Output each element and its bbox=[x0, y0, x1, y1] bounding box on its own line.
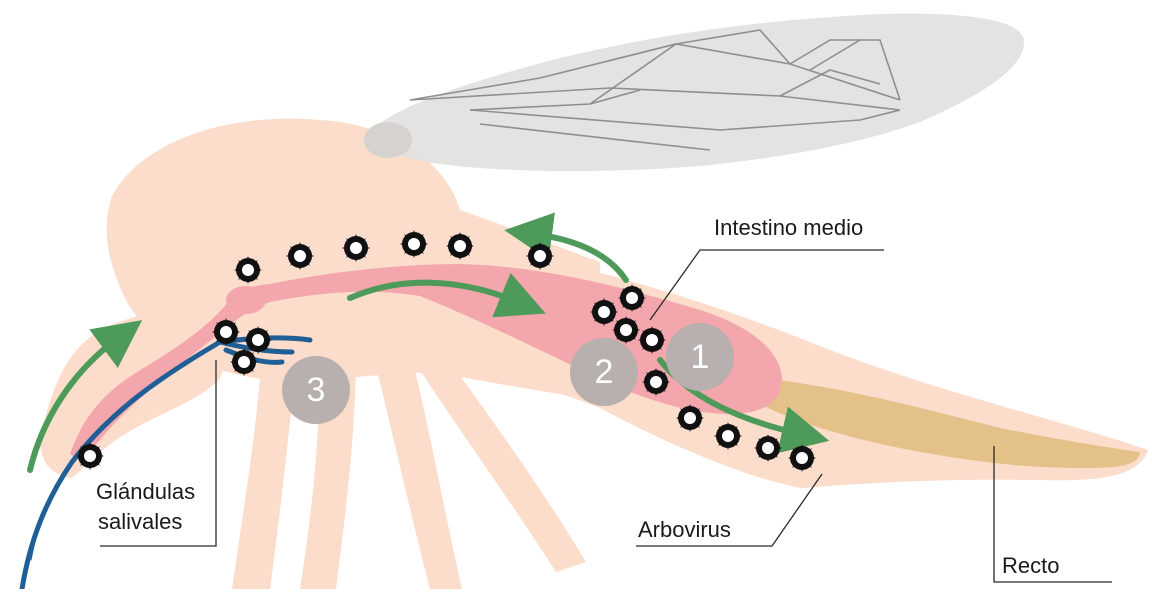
stage-number: 2 bbox=[595, 353, 614, 391]
stage-number: 1 bbox=[691, 338, 710, 376]
label-midgut: Intestino medio bbox=[714, 214, 863, 241]
virus-particle-icon bbox=[212, 318, 240, 346]
stage-number: 3 bbox=[307, 371, 326, 409]
virus-particle-icon bbox=[234, 256, 262, 284]
virus-particle-icon bbox=[342, 234, 370, 262]
wing bbox=[364, 14, 1024, 171]
virus-particle-icon bbox=[618, 284, 646, 312]
crop bbox=[226, 286, 266, 314]
virus-particle-icon bbox=[714, 422, 742, 450]
virus-particle-icon bbox=[788, 444, 816, 472]
label-salivary-line-2: salivales bbox=[98, 508, 182, 535]
virus-particle-icon bbox=[76, 442, 104, 470]
virus-particle-icon bbox=[286, 242, 314, 270]
virus-particle-icon bbox=[400, 230, 428, 258]
stage-1: 1 bbox=[666, 323, 734, 391]
stage-3: 3 bbox=[282, 356, 350, 424]
virus-particle-icon bbox=[590, 298, 618, 326]
label-rectum: Recto bbox=[1002, 552, 1059, 579]
label-arbovirus: Arbovirus bbox=[638, 516, 731, 543]
stage-2: 2 bbox=[570, 338, 638, 406]
virus-particle-icon bbox=[612, 316, 640, 344]
virus-particle-icon bbox=[446, 232, 474, 260]
virus-particle-icon bbox=[676, 404, 704, 432]
virus-particle-icon bbox=[638, 326, 666, 354]
virus-particle-icon bbox=[526, 242, 554, 270]
virus-particle-icon bbox=[244, 326, 272, 354]
virus-particle-icon bbox=[754, 434, 782, 462]
wing-base bbox=[364, 122, 412, 158]
label-salivary-line-1: Glándulas bbox=[96, 478, 195, 505]
virus-particle-icon bbox=[230, 348, 258, 376]
virus-particle-icon bbox=[642, 368, 670, 396]
